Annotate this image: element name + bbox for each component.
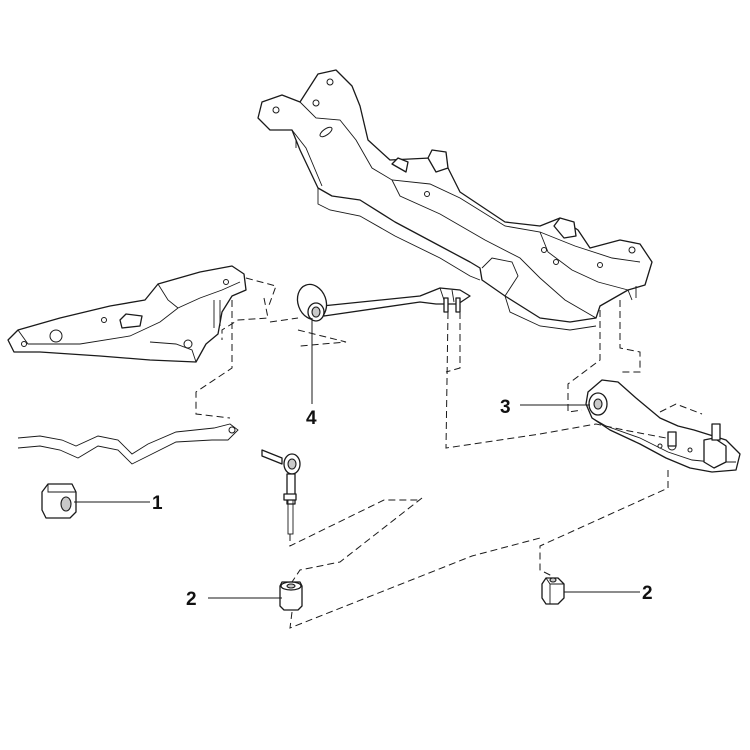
tension-rod-bush: [296, 283, 471, 322]
stabilizer-link: [261, 449, 301, 535]
callout-2-left: 2: [186, 589, 197, 610]
callout-1: 1: [152, 493, 163, 514]
callout-leaders: [74, 318, 640, 599]
stabilizer-bar: [17, 423, 239, 465]
left-body-bracket: [7, 265, 247, 363]
lower-control-arm: [585, 379, 741, 473]
callout-3: 3: [500, 397, 511, 418]
assembly-guide-lines: [195, 277, 703, 629]
bush-part-2-left: [279, 581, 303, 611]
callout-4: 4: [306, 408, 317, 429]
callout-2-right: 2: [642, 583, 653, 604]
bush-part-2-right: [541, 577, 565, 605]
front-subframe: [257, 69, 653, 331]
stabilizer-bushing-part-1: [41, 483, 77, 519]
